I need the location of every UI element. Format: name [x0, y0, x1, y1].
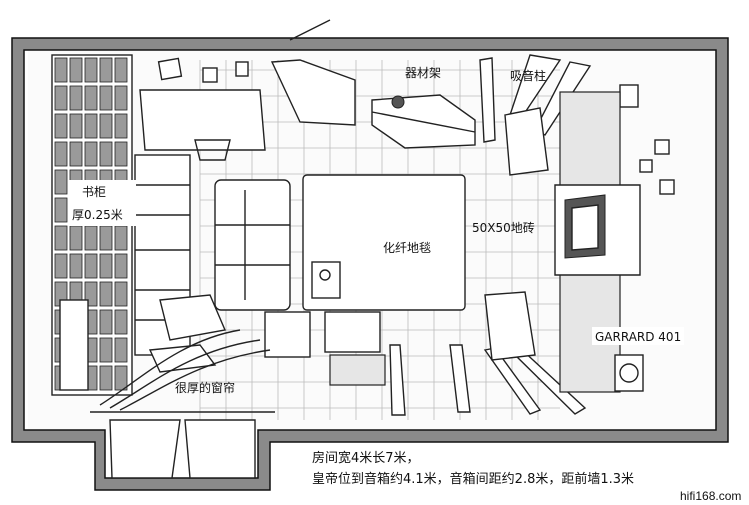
- door: [270, 19, 356, 126]
- book: [114, 57, 128, 83]
- book: [69, 57, 83, 83]
- label-absorber: 吸音柱: [510, 68, 546, 83]
- book: [99, 281, 113, 307]
- acoustic-absorbers: [389, 54, 592, 416]
- caption-room-size: 房间宽4米长7米，: [312, 450, 420, 466]
- book: [99, 113, 113, 139]
- turntable: [614, 354, 644, 392]
- book: [114, 253, 128, 279]
- loudspeaker-top: [504, 107, 549, 176]
- equipment-rack: [371, 94, 476, 149]
- book: [99, 365, 113, 391]
- book: [54, 197, 68, 223]
- book: [114, 225, 128, 251]
- balcony-door: [109, 419, 256, 479]
- book: [99, 141, 113, 167]
- caption-listening-position: 皇帝位到音箱约4.1米，音箱间距约2.8米，距前墙1.3米: [312, 471, 634, 487]
- book: [54, 57, 68, 83]
- label-bookcase-thickness: 厚0.25米: [72, 208, 123, 222]
- book: [69, 141, 83, 167]
- book: [114, 281, 128, 307]
- label-bookcase: 书柜: [82, 185, 106, 199]
- wall-pictures: [157, 57, 675, 195]
- book: [69, 113, 83, 139]
- curtain: [90, 329, 275, 413]
- book: [54, 141, 68, 167]
- book: [99, 225, 113, 251]
- book: [84, 253, 98, 279]
- chairs: [148, 294, 386, 386]
- book: [114, 309, 128, 335]
- book: [69, 225, 83, 251]
- book: [114, 85, 128, 111]
- book: [114, 113, 128, 139]
- book: [84, 85, 98, 111]
- label-carpet: 化纤地毯: [383, 241, 431, 255]
- book: [84, 225, 98, 251]
- book: [99, 253, 113, 279]
- book: [114, 141, 128, 167]
- book: [84, 57, 98, 83]
- bookcase-label-bg: [68, 180, 136, 226]
- turntable-label-bg: [592, 327, 684, 345]
- book: [69, 253, 83, 279]
- book: [99, 57, 113, 83]
- book: [54, 169, 68, 195]
- book: [84, 141, 98, 167]
- book: [54, 253, 68, 279]
- label-tiles: 50X50地砖: [472, 220, 535, 235]
- desk: [139, 89, 266, 161]
- speaker-cabinet-left: [59, 299, 89, 391]
- book: [114, 365, 128, 391]
- book: [84, 113, 98, 139]
- watermark: hifi168.com: [680, 489, 741, 503]
- label-turntable: GARRARD 401: [595, 330, 681, 344]
- book: [69, 85, 83, 111]
- book: [99, 309, 113, 335]
- book: [99, 85, 113, 111]
- book: [114, 337, 128, 363]
- label-curtain: 很厚的窗帘: [175, 380, 235, 395]
- loudspeaker-bottom: [484, 291, 536, 361]
- book: [54, 225, 68, 251]
- book: [54, 113, 68, 139]
- book: [99, 337, 113, 363]
- carpet: [302, 174, 466, 311]
- label-equipment-rack: 器材架: [405, 66, 441, 80]
- room-walls: [11, 37, 729, 491]
- book: [54, 85, 68, 111]
- sofa: [214, 179, 291, 311]
